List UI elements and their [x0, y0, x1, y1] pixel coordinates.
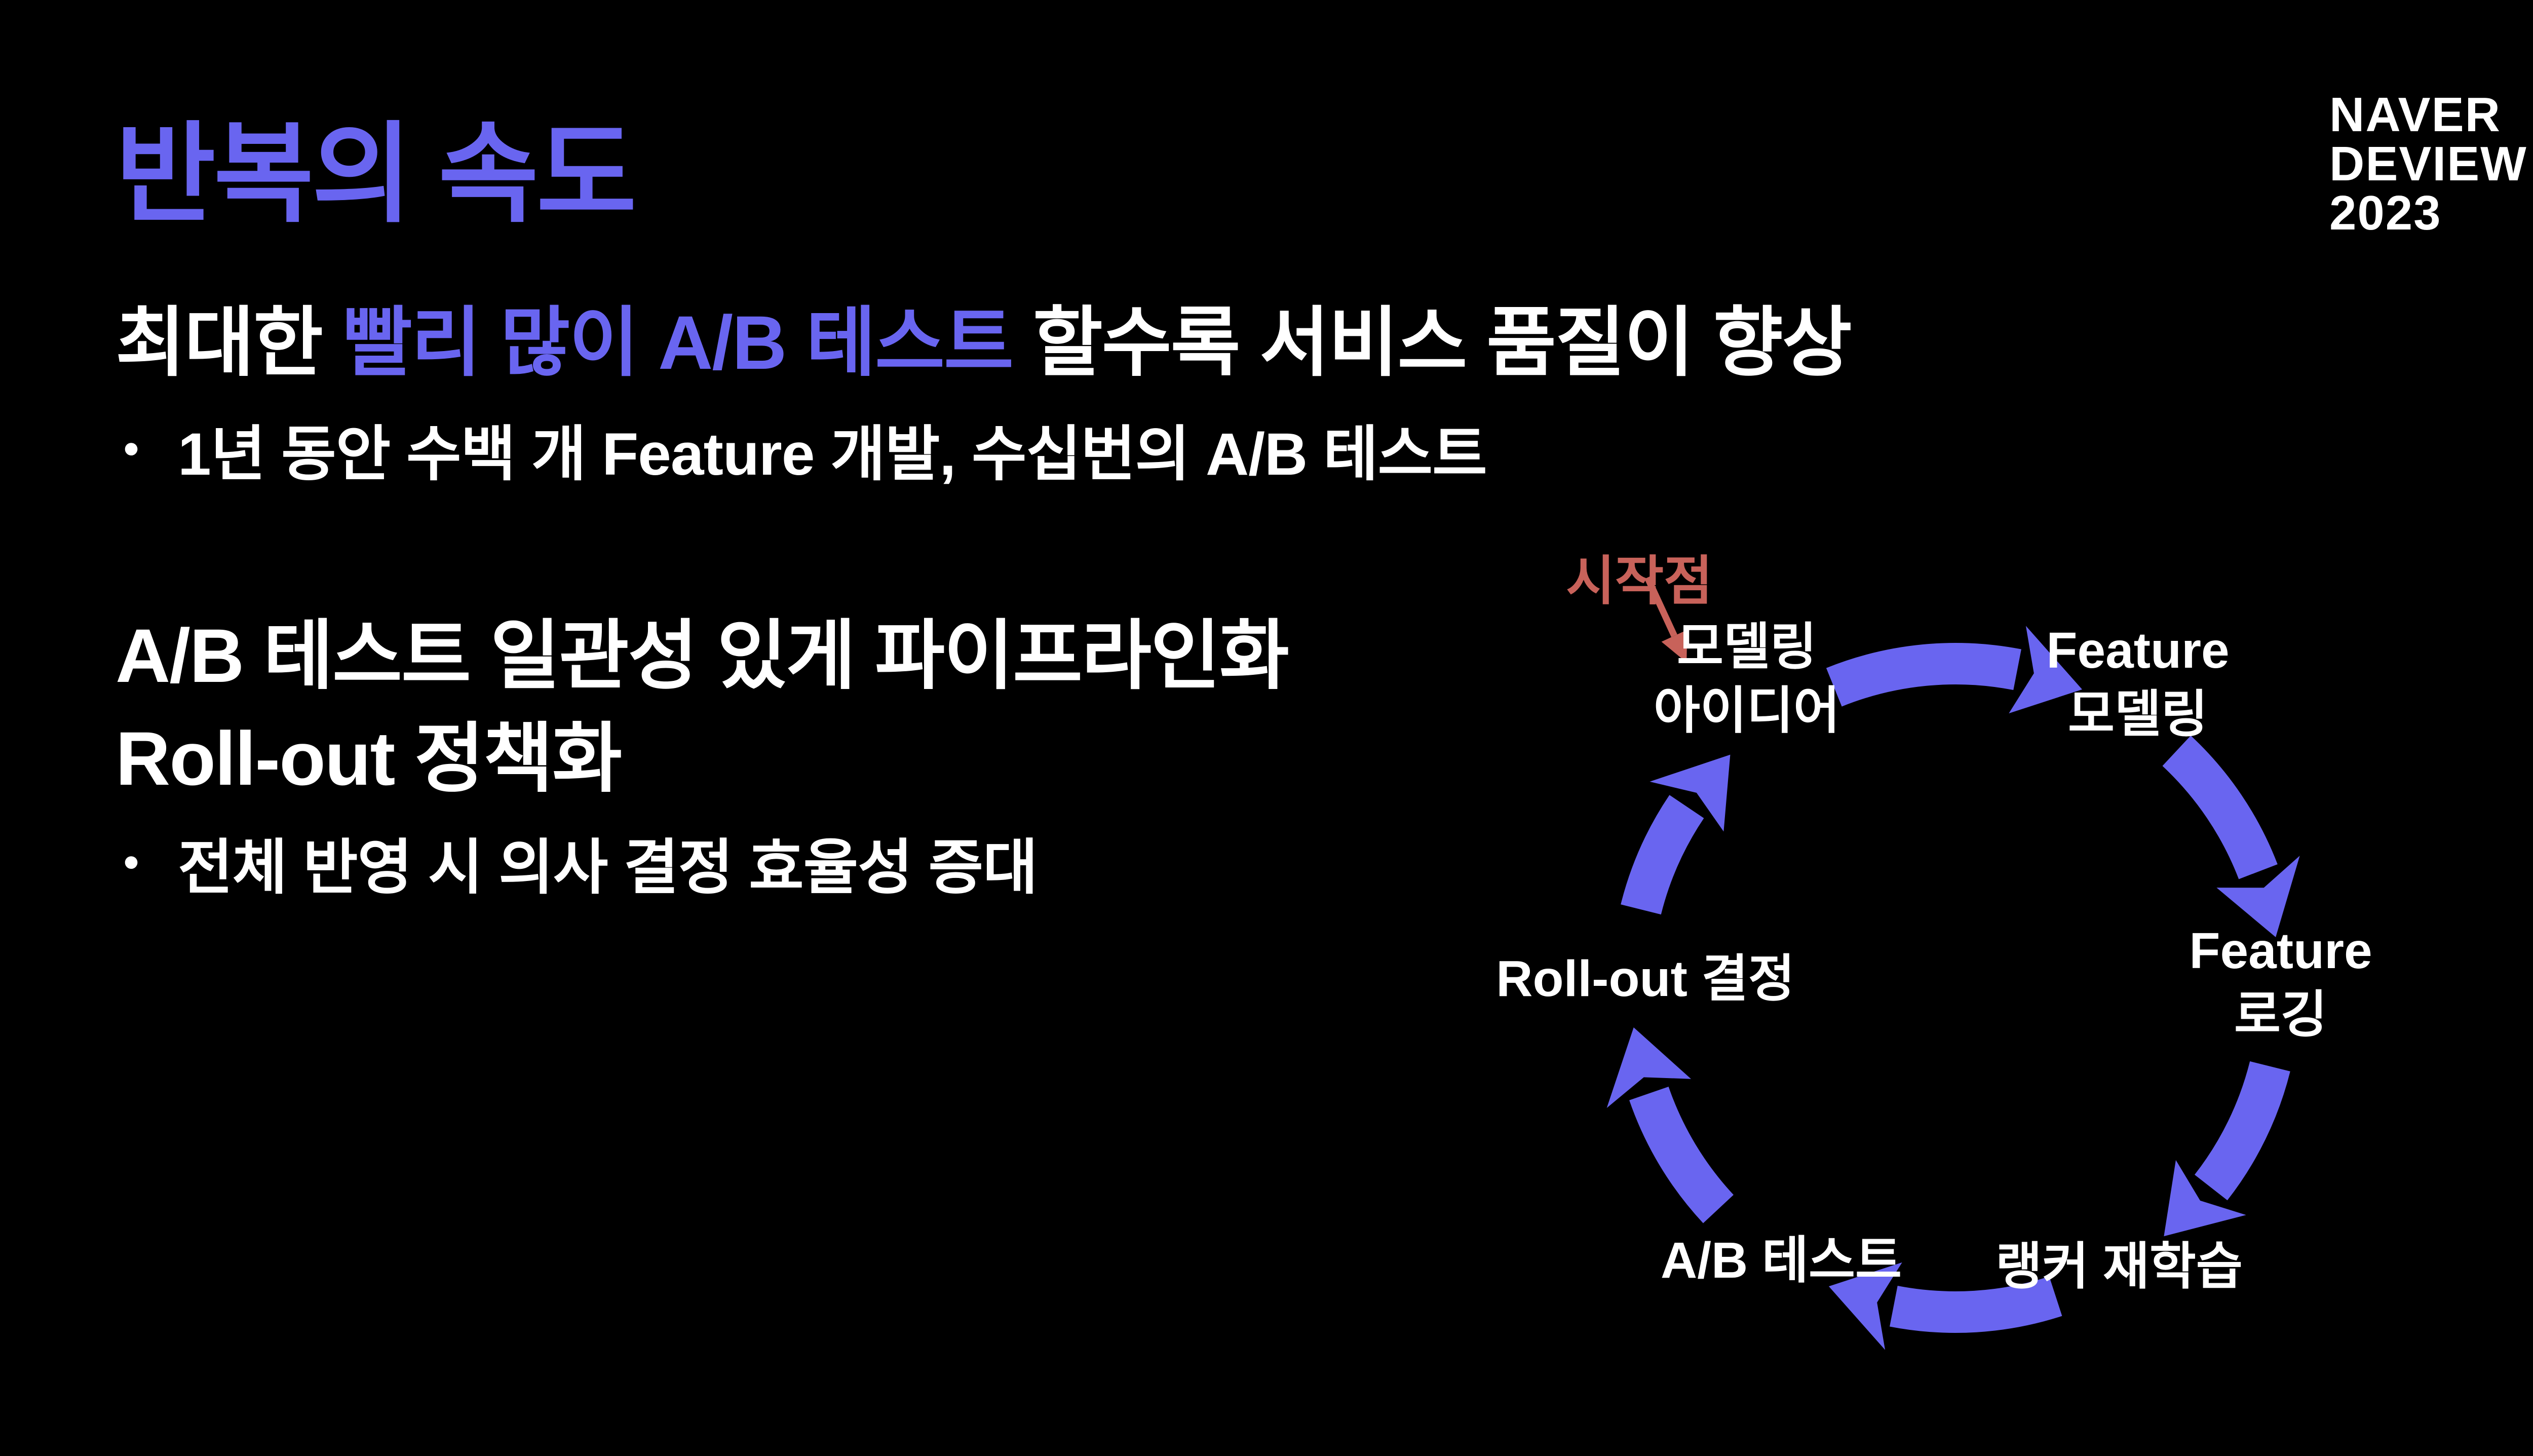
node-label-line: 로깅	[2234, 986, 2327, 1043]
cycle-arrowhead-icon-1	[2009, 626, 2083, 714]
node-rollout-decision: Roll-out 결정	[1496, 947, 1794, 1011]
node-modeling-idea: 모델링 아이디어	[1654, 615, 1840, 743]
logo-line-naver: NAVER	[2329, 88, 2501, 142]
cycle-arrow-arc-4	[1890, 1276, 2062, 1333]
bullet-decision-efficiency: • 전체 반영 시 의사 결정 효율성 증대	[124, 819, 1038, 905]
cycle-arrowhead-icon-4	[1828, 1262, 1902, 1350]
cycle-arrowhead-icon-5	[1606, 1027, 1692, 1108]
heading-pipeline: A/B 테스트 일관성 있게 파이프라인화	[116, 613, 1289, 698]
heading-ab-test-quality: 최대한 빨리 많이 A/B 테스트 할수록 서비스 품질이 향상	[116, 297, 1852, 388]
node-label-line: 아이디어	[1654, 682, 1840, 739]
cycle-arrowhead-icon-3	[2164, 1160, 2246, 1237]
cycle-arrowhead-icon-6	[1649, 754, 1731, 832]
start-point-label: 시작점	[1566, 552, 1713, 611]
heading-pre-text: 최대한	[116, 300, 342, 385]
node-feature-logging: Feature 로깅	[2189, 919, 2372, 1047]
node-label-line: Feature	[2046, 622, 2230, 679]
cycle-arrow-arc-2	[2162, 735, 2278, 879]
bullet-dot: •	[124, 424, 139, 473]
node-label-line: 랭커 재학습	[1995, 1238, 2243, 1295]
node-label-line: 모델링	[1677, 619, 1817, 675]
bullet-decision-efficiency-text: 전체 반영 시 의사 결정 효율성 증대	[178, 834, 1038, 901]
cycle-arrow-arc-6	[1621, 795, 1704, 915]
naver-deview-2023-logo: NAVER DEVIEW 2023	[2329, 90, 2527, 238]
bullet-feature-development-text: 1년 동안 수백 개 Feature 개발, 수십번의 A/B 테스트	[178, 421, 1487, 488]
start-pointer-arrowhead-icon	[1661, 630, 1687, 663]
bullet-dot: •	[124, 837, 139, 887]
heading-highlight-text: 빨리 많이 A/B 테스트	[342, 300, 1014, 385]
node-label-line: 모델링	[2067, 686, 2208, 743]
cycle-arrow-arc-1	[1826, 643, 2021, 707]
logo-line-deview: DEVIEW	[2329, 137, 2527, 191]
logo-line-2023: 2023	[2329, 186, 2442, 240]
node-label-line: A/B 테스트	[1661, 1232, 1902, 1289]
start-pointer-line	[1644, 576, 1677, 637]
bullet-feature-development: • 1년 동안 수백 개 Feature 개발, 수십번의 A/B 테스트	[124, 405, 1487, 492]
node-ab-test: A/B 테스트	[1661, 1229, 1902, 1292]
cycle-arrowhead-icon-2	[2216, 856, 2300, 937]
node-label-line: Roll-out 결정	[1496, 950, 1795, 1007]
node-feature-modeling: Feature 모델링	[2046, 619, 2229, 746]
page-title: 반복의 속도	[116, 113, 637, 235]
heading-rollout-policy: Roll-out 정책화	[116, 716, 622, 801]
cycle-arrow-arc-5	[1629, 1086, 1734, 1223]
node-label-line: Feature	[2189, 923, 2372, 979]
heading-post-text: 할수록 서비스 품질이 향상	[1013, 300, 1852, 385]
cycle-arrow-arc-3	[2194, 1061, 2290, 1201]
node-ranker-retraining: 랭커 재학습	[1995, 1235, 2243, 1298]
